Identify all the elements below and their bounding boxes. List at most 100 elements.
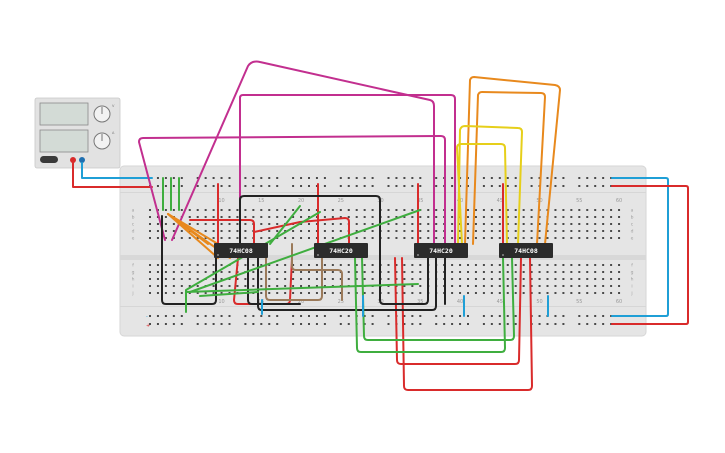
hole[interactable]	[395, 230, 398, 232]
hole[interactable]	[363, 264, 366, 266]
hole[interactable]	[490, 285, 493, 287]
hole[interactable]	[610, 230, 613, 232]
hole[interactable]	[506, 292, 509, 294]
hole[interactable]	[212, 292, 215, 294]
hole[interactable]	[315, 216, 318, 218]
hole[interactable]	[371, 216, 374, 218]
hole[interactable]	[228, 209, 231, 211]
hole[interactable]	[387, 271, 390, 273]
hole[interactable]	[276, 278, 279, 280]
hole[interactable]	[156, 271, 159, 273]
rail-hole[interactable]	[347, 323, 350, 325]
hole[interactable]	[300, 237, 303, 239]
hole[interactable]	[514, 230, 517, 232]
rail-hole[interactable]	[490, 177, 493, 179]
hole[interactable]	[228, 237, 231, 239]
wire-orange-2[interactable]	[472, 91, 546, 245]
rail-hole[interactable]	[506, 177, 509, 179]
hole[interactable]	[586, 285, 589, 287]
hole[interactable]	[149, 278, 151, 280]
hole[interactable]	[220, 278, 223, 280]
rail-hole[interactable]	[419, 185, 422, 187]
hole[interactable]	[220, 292, 223, 294]
hole[interactable]	[570, 209, 573, 211]
hole[interactable]	[403, 237, 406, 239]
hole[interactable]	[244, 223, 247, 225]
chip-3[interactable]: 74HC20	[414, 243, 468, 258]
hole[interactable]	[196, 278, 199, 280]
rail-hole[interactable]	[443, 315, 446, 317]
hole[interactable]	[506, 223, 509, 225]
hole[interactable]	[331, 216, 334, 218]
hole[interactable]	[212, 237, 215, 239]
rail-hole[interactable]	[411, 323, 414, 325]
hole[interactable]	[514, 278, 517, 280]
rail-hole[interactable]	[355, 177, 358, 179]
rail-hole[interactable]	[546, 185, 549, 187]
rail-hole[interactable]	[164, 315, 167, 317]
hole[interactable]	[530, 230, 533, 232]
hole[interactable]	[474, 271, 477, 273]
hole[interactable]	[156, 285, 159, 287]
rail-hole[interactable]	[339, 323, 342, 325]
hole[interactable]	[610, 271, 613, 273]
rail-hole[interactable]	[459, 315, 462, 317]
hole[interactable]	[459, 237, 462, 239]
hole[interactable]	[268, 230, 271, 232]
hole[interactable]	[435, 223, 438, 225]
hole[interactable]	[220, 285, 223, 287]
hole[interactable]	[594, 271, 597, 273]
hole[interactable]	[451, 223, 454, 225]
hole[interactable]	[204, 271, 207, 273]
hole[interactable]	[411, 216, 414, 218]
hole[interactable]	[323, 264, 326, 266]
hole[interactable]	[538, 230, 541, 232]
hole[interactable]	[562, 271, 565, 273]
rail-hole[interactable]	[371, 185, 374, 187]
hole[interactable]	[180, 292, 183, 294]
rail-hole[interactable]	[156, 323, 159, 325]
hole[interactable]	[164, 264, 167, 266]
hole[interactable]	[419, 271, 422, 273]
hole[interactable]	[435, 237, 438, 239]
hole[interactable]	[403, 209, 406, 211]
hole[interactable]	[522, 230, 525, 232]
hole[interactable]	[260, 278, 263, 280]
wire-magenta-2[interactable]	[239, 94, 456, 245]
rail-hole[interactable]	[164, 185, 167, 187]
hole[interactable]	[204, 223, 207, 225]
hole[interactable]	[188, 292, 191, 294]
rail-hole[interactable]	[482, 185, 485, 187]
rail-hole[interactable]	[156, 177, 159, 179]
hole[interactable]	[149, 237, 151, 239]
hole[interactable]	[498, 216, 501, 218]
hole[interactable]	[482, 216, 485, 218]
rail-hole[interactable]	[276, 315, 279, 317]
hole[interactable]	[331, 271, 334, 273]
rail-hole[interactable]	[482, 315, 485, 317]
hole[interactable]	[149, 264, 151, 266]
hole[interactable]	[594, 285, 597, 287]
hole[interactable]	[594, 216, 597, 218]
rail-hole[interactable]	[371, 315, 374, 317]
hole[interactable]	[602, 271, 605, 273]
hole[interactable]	[252, 216, 255, 218]
hole[interactable]	[498, 285, 501, 287]
hole[interactable]	[570, 230, 573, 232]
hole[interactable]	[308, 292, 310, 294]
hole[interactable]	[284, 285, 287, 287]
hole[interactable]	[395, 264, 398, 266]
hole[interactable]	[212, 209, 215, 211]
rail-hole[interactable]	[594, 185, 597, 187]
hole[interactable]	[522, 292, 525, 294]
hole[interactable]	[578, 292, 581, 294]
hole[interactable]	[244, 237, 247, 239]
hole[interactable]	[602, 292, 605, 294]
rail-hole[interactable]	[490, 323, 493, 325]
hole[interactable]	[411, 278, 414, 280]
rail-hole[interactable]	[244, 323, 247, 325]
hole[interactable]	[498, 230, 501, 232]
hole[interactable]	[363, 216, 366, 218]
hole[interactable]	[355, 223, 358, 225]
hole[interactable]	[204, 264, 207, 266]
